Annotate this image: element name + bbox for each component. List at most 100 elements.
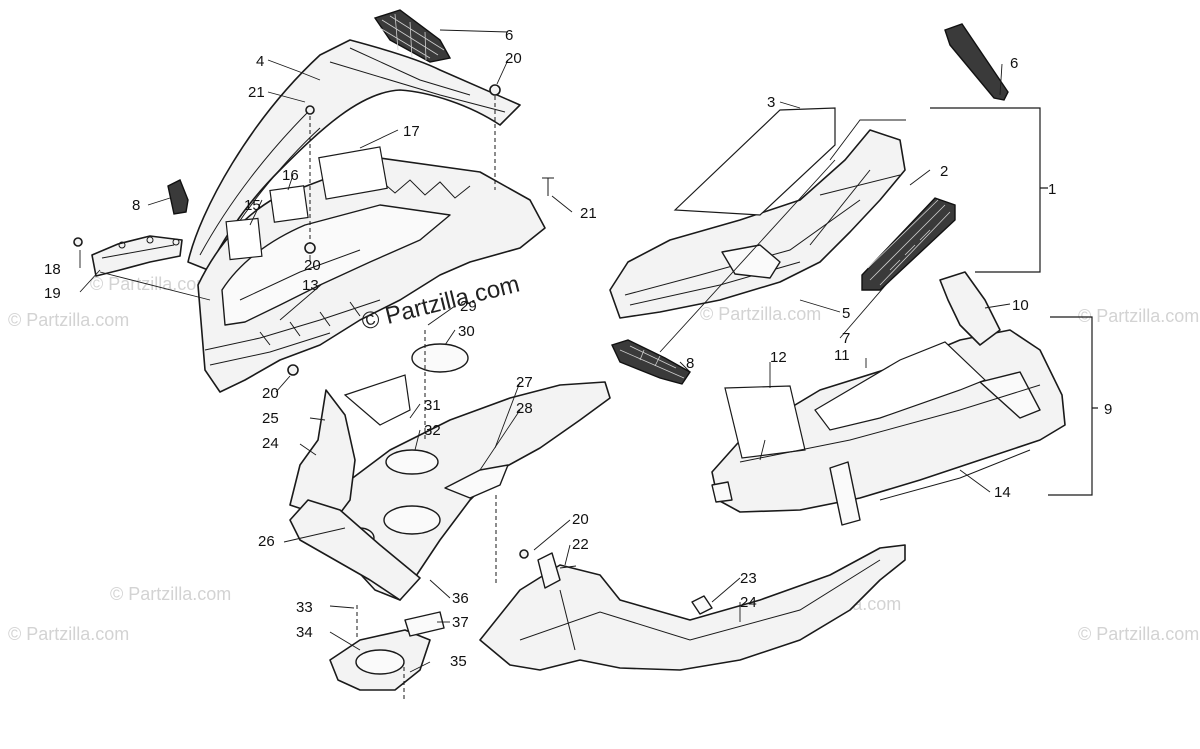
bracket-19: [91, 235, 183, 277]
callout-14: 14: [994, 484, 1011, 501]
watermark-right-mid: © Partzilla.com: [1078, 306, 1199, 326]
group-bracket-9: [1048, 316, 1098, 496]
callout-37: 37: [452, 614, 469, 631]
nut-20-low: [287, 364, 299, 376]
decal-31: [343, 374, 411, 426]
callout-16: 16: [282, 167, 299, 184]
callout-9: 9: [1104, 401, 1112, 418]
vent-mesh-8-center: [611, 339, 692, 385]
watermark-center-right: © Partzilla.com: [700, 304, 821, 324]
callout-6-top: 6: [505, 27, 513, 44]
group-bracket-1: [930, 107, 1048, 273]
callout-24-right: 24: [740, 594, 757, 611]
bracket-20-22: [537, 552, 561, 589]
callout-20-low: 20: [262, 385, 279, 402]
callout-22: 22: [572, 536, 589, 553]
vent-14: [979, 371, 1041, 419]
decal-15: [225, 217, 263, 261]
callout-36: 36: [452, 590, 469, 607]
callout-32: 32: [424, 422, 441, 439]
lower-panel-22: [479, 544, 906, 671]
vent-mesh-8-left: [167, 179, 189, 215]
side-bracket-25: [289, 389, 356, 521]
callout-20-center: 20: [304, 257, 321, 274]
callout-18: 18: [44, 261, 61, 278]
watermark-left-bottom: © Partzilla.com: [8, 624, 129, 644]
callout-35: 35: [450, 653, 467, 670]
nut-20-lower: [519, 549, 529, 559]
panel-28: [444, 464, 509, 499]
callout-34: 34: [296, 624, 313, 641]
decal-12: [724, 385, 806, 459]
vent-mesh-6-top: [373, 9, 452, 63]
watermark-left-mid: © Partzilla.com: [8, 310, 129, 330]
leader-lines: [79, 29, 1011, 673]
callout-labels: 6 20 4 21 17 16 15 8 21 20 18 19 13 20 6…: [44, 27, 1112, 670]
callout-8-center: 8: [686, 355, 694, 372]
side-panel-2: [609, 129, 906, 319]
callout-4: 4: [256, 53, 264, 70]
grommet-32: [385, 449, 439, 475]
callout-8-left: 8: [132, 197, 140, 214]
nut-20-top: [489, 84, 501, 96]
screw-18: [73, 237, 83, 247]
side-panel-lower-right: [711, 271, 1066, 526]
callout-10: 10: [1012, 297, 1029, 314]
callout-12: 12: [770, 349, 787, 366]
callout-1: 1: [1048, 181, 1056, 198]
callout-23: 23: [740, 570, 757, 587]
callout-21-top: 21: [248, 84, 265, 101]
belly-pan-assembly: [289, 330, 611, 700]
callout-27: 27: [516, 374, 533, 391]
watermark-left-lower: © Partzilla.com: [110, 584, 231, 604]
callout-28: 28: [516, 400, 533, 417]
callout-6-right: 6: [1010, 55, 1018, 72]
faint-watermarks: © Partzilla.com © Partzilla.com © Partzi…: [8, 274, 1199, 644]
callout-30: 30: [458, 323, 475, 340]
scoop-34-opening: [355, 649, 405, 675]
scoop-5: [721, 244, 781, 279]
callout-15: 15: [244, 197, 261, 214]
grommet-30: [411, 343, 469, 373]
watermark-right-bottom: © Partzilla.com: [1078, 624, 1199, 644]
watermark-left-upper: © Partzilla.com: [90, 274, 211, 294]
callout-24-left: 24: [262, 435, 279, 452]
bracket-37: [404, 611, 445, 637]
callout-26: 26: [258, 533, 275, 550]
callout-20-lower: 20: [572, 511, 589, 528]
decal-11: [814, 341, 987, 431]
callout-3: 3: [767, 94, 775, 111]
nut-20-center: [304, 242, 316, 254]
vent-14-front: [829, 461, 861, 526]
callout-33: 33: [296, 599, 313, 616]
callout-25: 25: [262, 410, 279, 427]
side-panel-upper-right: [609, 23, 1009, 319]
callout-21-right: 21: [580, 205, 597, 222]
callout-20-top: 20: [505, 50, 522, 67]
callout-31: 31: [424, 397, 441, 414]
callout-13: 13: [302, 277, 319, 294]
decal-17: [318, 146, 388, 200]
callout-17: 17: [403, 123, 420, 140]
lower-running-board: [479, 544, 906, 671]
side-panel-26: [289, 499, 421, 601]
decal-16: [269, 185, 309, 223]
callout-11: 11: [834, 347, 850, 364]
vent-mesh-7: [861, 197, 956, 291]
callout-19: 19: [44, 285, 61, 302]
clip-23: [691, 595, 713, 615]
tab-14: [711, 481, 733, 503]
callout-5: 5: [842, 305, 850, 322]
hood-opening: [221, 204, 451, 326]
decal-3: [673, 107, 836, 216]
grommet-belly-1: [383, 505, 441, 535]
callout-7: 7: [842, 330, 850, 347]
hood-assembly-left: [73, 9, 554, 393]
callout-2: 2: [940, 163, 948, 180]
vent-mesh-6-right: [944, 23, 1009, 101]
nut-21-top: [305, 105, 315, 115]
callout-29: 29: [460, 298, 477, 315]
trim-10: [939, 271, 1001, 346]
